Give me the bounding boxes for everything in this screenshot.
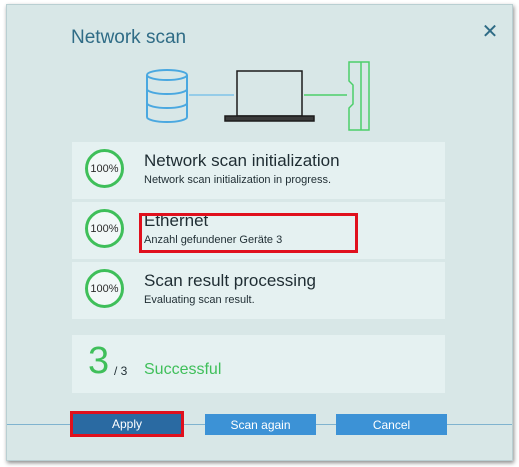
- progress-circle: 100%: [85, 269, 124, 308]
- laptop-icon: [224, 70, 315, 122]
- close-icon[interactable]: ✕: [481, 21, 499, 43]
- step-subtitle: Evaluating scan result.: [144, 294, 255, 306]
- step-ethernet: 100% Ethernet Anzahl gefundener Geräte 3: [72, 202, 445, 259]
- scan-again-button[interactable]: Scan again: [205, 414, 316, 435]
- ethernet-highlight-box: [139, 213, 358, 253]
- step-title: Scan result processing: [144, 271, 316, 290]
- cancel-button[interactable]: Cancel: [336, 414, 447, 435]
- progress-circle: 100%: [85, 209, 124, 248]
- apply-button[interactable]: Apply: [70, 411, 184, 437]
- step-result-processing: 100% Scan result processing Evaluating s…: [72, 262, 445, 319]
- found-count: 3: [88, 340, 110, 382]
- progress-circle: 100%: [85, 149, 124, 188]
- total-count: / 3: [114, 364, 128, 378]
- network-scan-dialog: Network scan ✕ 100% Network scan initial…: [6, 4, 513, 461]
- device-icon: [348, 61, 370, 131]
- step-subtitle: Network scan initialization in progress.: [144, 174, 332, 186]
- dialog-title: Network scan: [71, 27, 187, 48]
- scan-result-panel: 3 / 3 Successful: [72, 335, 445, 393]
- step-initialization: 100% Network scan initialization Network…: [72, 142, 445, 199]
- step-subtitle: Anzahl gefundener Geräte 3: [144, 234, 283, 246]
- step-title: Network scan initialization: [144, 151, 340, 170]
- database-icon: [146, 69, 188, 123]
- network-illustration: [146, 61, 370, 131]
- status-text: Successful: [144, 361, 222, 378]
